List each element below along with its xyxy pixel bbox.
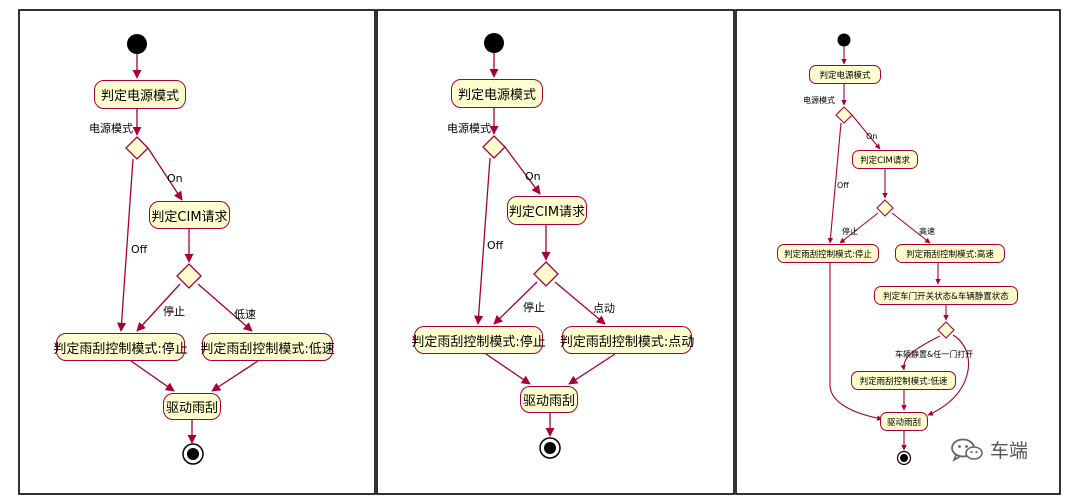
panel-3-flow <box>827 33 970 466</box>
wiper-mode-high-box: 判定雨刮控制模式:高速 <box>895 244 1005 263</box>
judge-cim-box: 判定CIM请求 <box>852 150 918 169</box>
on-label: On <box>866 132 878 141</box>
drive-wiper-box: 驱动雨刮 <box>880 412 928 431</box>
judge-cim-box: 判定CIM请求 <box>149 201 230 229</box>
panel-frame-2 <box>376 9 735 495</box>
wiper-mode-stop-box: 判定雨刮控制模式:停止 <box>411 326 546 354</box>
decision-diamond <box>533 261 559 287</box>
drive-wiper-box: 驱动雨刮 <box>520 386 578 413</box>
high-speed-label: 高速 <box>919 227 935 236</box>
off-label: Off <box>487 239 504 252</box>
panel-frame-1 <box>18 9 376 495</box>
judge-power-box: 判定电源模式 <box>809 65 881 84</box>
power-mode-label: 电源模式 <box>803 96 835 105</box>
wechat-icon <box>951 438 983 462</box>
panel-2-flow <box>474 33 616 459</box>
drive-wiper-box: 驱动雨刮 <box>163 393 221 420</box>
wiper-mode-click-box: 判定雨刮控制模式:点动 <box>560 326 694 354</box>
wiper-mode-low-box: 判定雨刮控制模式:低速 <box>200 333 335 361</box>
judge-door-status-box: 判定车门开关状态&车辆静置状态 <box>874 286 1018 305</box>
stop-label: 停止 <box>842 227 858 236</box>
click-label: 点动 <box>593 302 615 315</box>
wiper-mode-low-box: 判定雨刮控制模式:低速 <box>851 371 956 390</box>
on-label: On <box>167 172 183 185</box>
off-label: Off <box>837 181 849 190</box>
decision-diamond <box>835 106 853 124</box>
decision-diamond <box>937 321 955 339</box>
decision-diamond <box>125 136 149 160</box>
wiper-mode-stop-box: 判定雨刮控制模式:停止 <box>777 244 879 263</box>
stop-label: 停止 <box>523 301 545 314</box>
start-node <box>484 33 504 53</box>
stop-label: 停止 <box>163 305 185 318</box>
watermark-text: 车端 <box>990 440 1029 462</box>
off-label: Off <box>131 243 148 256</box>
power-mode-label: 电源模式 <box>447 122 491 135</box>
panel-frame-3 <box>735 9 1061 495</box>
judge-power-box: 判定电源模式 <box>94 80 186 109</box>
judge-cim-box: 判定CIM请求 <box>507 196 587 225</box>
decision-diamond <box>482 135 506 159</box>
low-speed-label: 低速 <box>234 308 256 321</box>
wiper-mode-stop-box: 判定雨刮控制模式:停止 <box>53 333 188 361</box>
judge-power-box: 判定电源模式 <box>451 79 543 108</box>
start-node <box>127 34 147 54</box>
door-condition-label: 车辆静置&任一门打开 <box>895 350 974 359</box>
decision-diamond <box>176 263 202 289</box>
watermark: 车端 <box>950 436 1028 463</box>
decision-diamond <box>876 199 894 217</box>
start-node <box>837 33 851 47</box>
on-label: On <box>525 170 541 183</box>
power-mode-label: 电源模式 <box>89 122 133 135</box>
panel-1-flow <box>117 34 259 465</box>
